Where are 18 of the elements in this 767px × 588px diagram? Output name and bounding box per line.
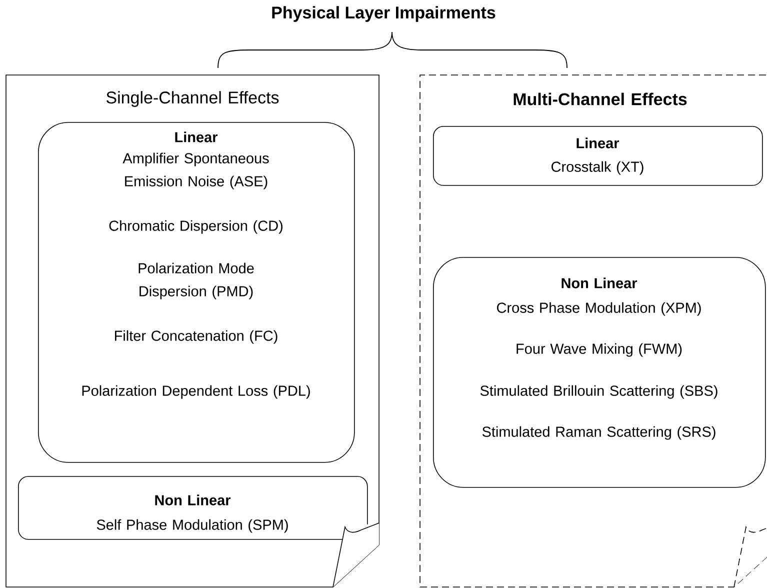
effect-label: Chromatic Dispersion (CD) bbox=[109, 220, 282, 234]
effect-label: Cross Phase Modulation (XPM) bbox=[497, 302, 701, 316]
effect-label: Polarization Mode Dispersion (PMD) bbox=[138, 262, 254, 300]
effect-label: Polarization Dependent Loss (PDL) bbox=[82, 385, 310, 399]
effect-label: Crosstalk (XT) bbox=[552, 161, 644, 175]
group-heading: Non Linear bbox=[562, 278, 638, 288]
group-heading: Linear bbox=[175, 132, 218, 142]
title: Physical Layer Impairments bbox=[272, 6, 496, 22]
effect-label: Stimulated Brillouin Scattering (SBS) bbox=[480, 385, 718, 399]
group-heading: Linear bbox=[576, 138, 620, 148]
group-heading: Non Linear bbox=[155, 494, 231, 506]
panel-heading: Single-Channel Effects bbox=[106, 91, 279, 107]
panel-heading: Multi-Channel Effects bbox=[514, 92, 687, 106]
effect-label: Self Phase Modulation (SPM) bbox=[96, 519, 288, 533]
effect-label: Filter Concatenation (FC) bbox=[115, 330, 278, 344]
effect-label: Amplifier Spontaneous Emission Noise (ASE) bbox=[122, 152, 269, 190]
effect-label: Stimulated Raman Scattering (SRS) bbox=[482, 426, 716, 440]
effect-label: Four Wave Mixing (FWM) bbox=[516, 343, 682, 357]
